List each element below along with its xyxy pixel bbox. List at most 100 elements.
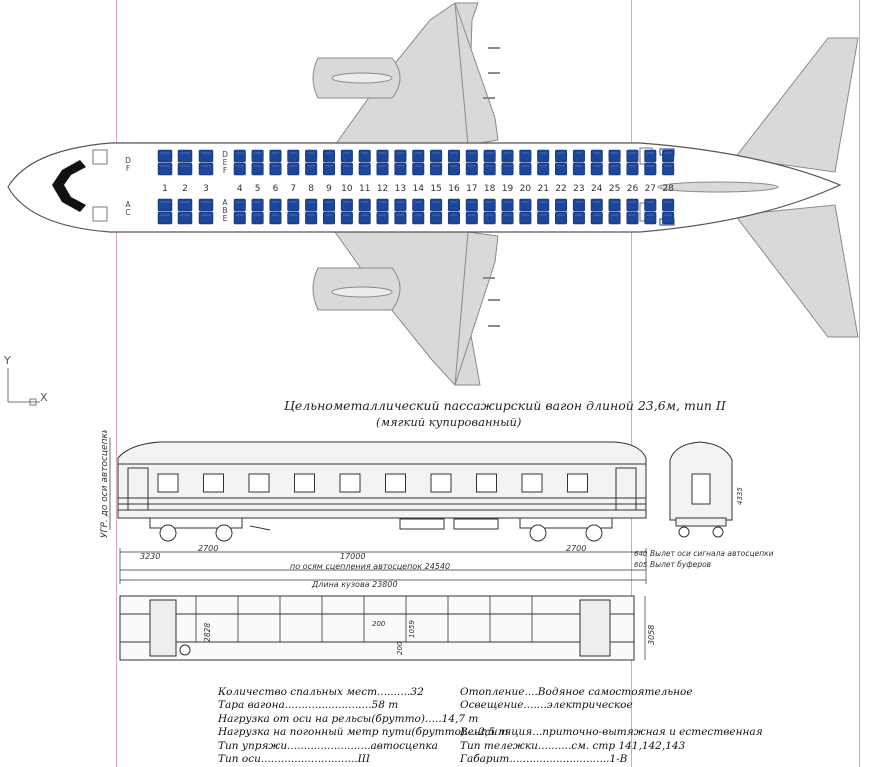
seat-10-upper-2[interactable] (340, 162, 353, 176)
seat-3-upper-1[interactable] (198, 149, 214, 163)
seat-18-lower-2[interactable] (483, 211, 496, 225)
seat-3-upper-2[interactable] (198, 162, 214, 176)
seat-7-upper-2[interactable] (287, 162, 300, 176)
seat-16-upper-2[interactable] (447, 162, 460, 176)
seat-23-upper-1[interactable] (572, 149, 585, 163)
seat-1-lower-1[interactable] (157, 198, 173, 212)
seat-9-upper-1[interactable] (323, 149, 335, 163)
seat-2-lower-2[interactable] (177, 211, 193, 225)
seat-22-lower-2[interactable] (555, 211, 568, 225)
seat-23-lower-1[interactable] (572, 198, 585, 212)
seat-21-lower-1[interactable] (537, 198, 550, 212)
seat-26-upper-2[interactable] (626, 162, 639, 176)
seat-26-lower-2[interactable] (626, 211, 639, 225)
seat-19-lower-1[interactable] (501, 198, 514, 212)
seat-20-lower-1[interactable] (519, 198, 532, 212)
seat-16-upper-1[interactable] (447, 149, 460, 163)
seat-10-lower-2[interactable] (340, 211, 353, 225)
seat-4-lower-1[interactable] (233, 198, 246, 212)
seat-8-upper-2[interactable] (305, 162, 318, 176)
seat-12-upper-1[interactable] (376, 149, 389, 163)
seat-6-upper-1[interactable] (269, 149, 282, 163)
seat-8-lower-1[interactable] (305, 198, 318, 212)
seat-6-lower-2[interactable] (269, 211, 282, 225)
seat-3-lower-2[interactable] (198, 211, 214, 225)
seat-13-lower-1[interactable] (394, 198, 407, 212)
seat-27-lower-2[interactable] (644, 211, 657, 225)
seat-4-lower-2[interactable] (233, 211, 246, 225)
seat-17-lower-1[interactable] (465, 198, 478, 212)
seat-11-upper-2[interactable] (358, 162, 371, 176)
seat-13-upper-2[interactable] (394, 162, 407, 176)
seat-19-upper-1[interactable] (501, 149, 514, 163)
seat-27-upper-2[interactable] (644, 162, 657, 176)
seat-27-upper-1[interactable] (644, 149, 657, 163)
seat-8-upper-1[interactable] (305, 149, 318, 163)
seat-24-lower-2[interactable] (590, 211, 603, 225)
seat-8-lower-2[interactable] (305, 211, 318, 225)
seat-15-lower-1[interactable] (430, 198, 443, 212)
seat-25-upper-2[interactable] (608, 162, 621, 176)
seat-18-lower-1[interactable] (483, 198, 496, 212)
seat-10-upper-1[interactable] (340, 149, 353, 163)
seat-6-upper-2[interactable] (269, 162, 282, 176)
seat-2-lower-1[interactable] (177, 198, 193, 212)
seat-18-upper-2[interactable] (483, 162, 496, 176)
seat-12-upper-2[interactable] (376, 162, 389, 176)
seat-26-upper-1[interactable] (626, 149, 639, 163)
seat-28-upper-1[interactable] (662, 149, 675, 163)
seat-15-lower-2[interactable] (430, 211, 443, 225)
seat-13-upper-1[interactable] (394, 149, 407, 163)
seat-23-lower-2[interactable] (572, 211, 585, 225)
seat-4-upper-2[interactable] (233, 162, 246, 176)
seat-21-upper-1[interactable] (537, 149, 550, 163)
seat-10-lower-1[interactable] (340, 198, 353, 212)
seat-20-upper-1[interactable] (519, 149, 532, 163)
seat-26-lower-1[interactable] (626, 198, 639, 212)
seat-17-upper-2[interactable] (465, 162, 478, 176)
seat-18-upper-1[interactable] (483, 149, 496, 163)
seat-1-upper-2[interactable] (157, 162, 173, 176)
seat-4-upper-1[interactable] (233, 149, 246, 163)
seat-25-lower-1[interactable] (608, 198, 621, 212)
seat-13-lower-2[interactable] (394, 211, 407, 225)
seat-21-lower-2[interactable] (537, 211, 550, 225)
seat-22-lower-1[interactable] (555, 198, 568, 212)
seat-22-upper-1[interactable] (555, 149, 568, 163)
seat-20-lower-2[interactable] (519, 211, 532, 225)
seat-19-lower-2[interactable] (501, 211, 514, 225)
seat-16-lower-2[interactable] (447, 211, 460, 225)
seat-15-upper-2[interactable] (430, 162, 443, 176)
seat-14-upper-1[interactable] (412, 149, 425, 163)
seat-5-lower-1[interactable] (251, 198, 264, 212)
seat-14-lower-2[interactable] (412, 211, 425, 225)
seat-24-upper-2[interactable] (590, 162, 603, 176)
seat-9-lower-2[interactable] (323, 211, 335, 225)
seat-12-lower-2[interactable] (376, 211, 389, 225)
seat-6-lower-1[interactable] (269, 198, 282, 212)
seat-20-upper-2[interactable] (519, 162, 532, 176)
seat-1-upper-1[interactable] (157, 149, 173, 163)
seat-17-lower-2[interactable] (465, 211, 478, 225)
seat-17-upper-1[interactable] (465, 149, 478, 163)
seat-11-upper-1[interactable] (358, 149, 371, 163)
seat-28-lower-2[interactable] (662, 211, 675, 225)
seat-12-lower-1[interactable] (376, 198, 389, 212)
seat-25-lower-2[interactable] (608, 211, 621, 225)
seat-28-lower-1[interactable] (662, 198, 675, 212)
seat-3-lower-1[interactable] (198, 198, 214, 212)
seat-19-upper-2[interactable] (501, 162, 514, 176)
seat-9-lower-1[interactable] (323, 198, 335, 212)
seat-5-upper-1[interactable] (251, 149, 264, 163)
seat-14-lower-1[interactable] (412, 198, 425, 212)
seat-16-lower-1[interactable] (447, 198, 460, 212)
seat-5-upper-2[interactable] (251, 162, 264, 176)
seat-7-lower-2[interactable] (287, 211, 300, 225)
seat-15-upper-1[interactable] (430, 149, 443, 163)
seat-2-upper-2[interactable] (177, 162, 193, 176)
seat-11-lower-2[interactable] (358, 211, 371, 225)
seat-24-lower-1[interactable] (590, 198, 603, 212)
seat-7-upper-1[interactable] (287, 149, 300, 163)
seat-1-lower-2[interactable] (157, 211, 173, 225)
seat-24-upper-1[interactable] (590, 149, 603, 163)
